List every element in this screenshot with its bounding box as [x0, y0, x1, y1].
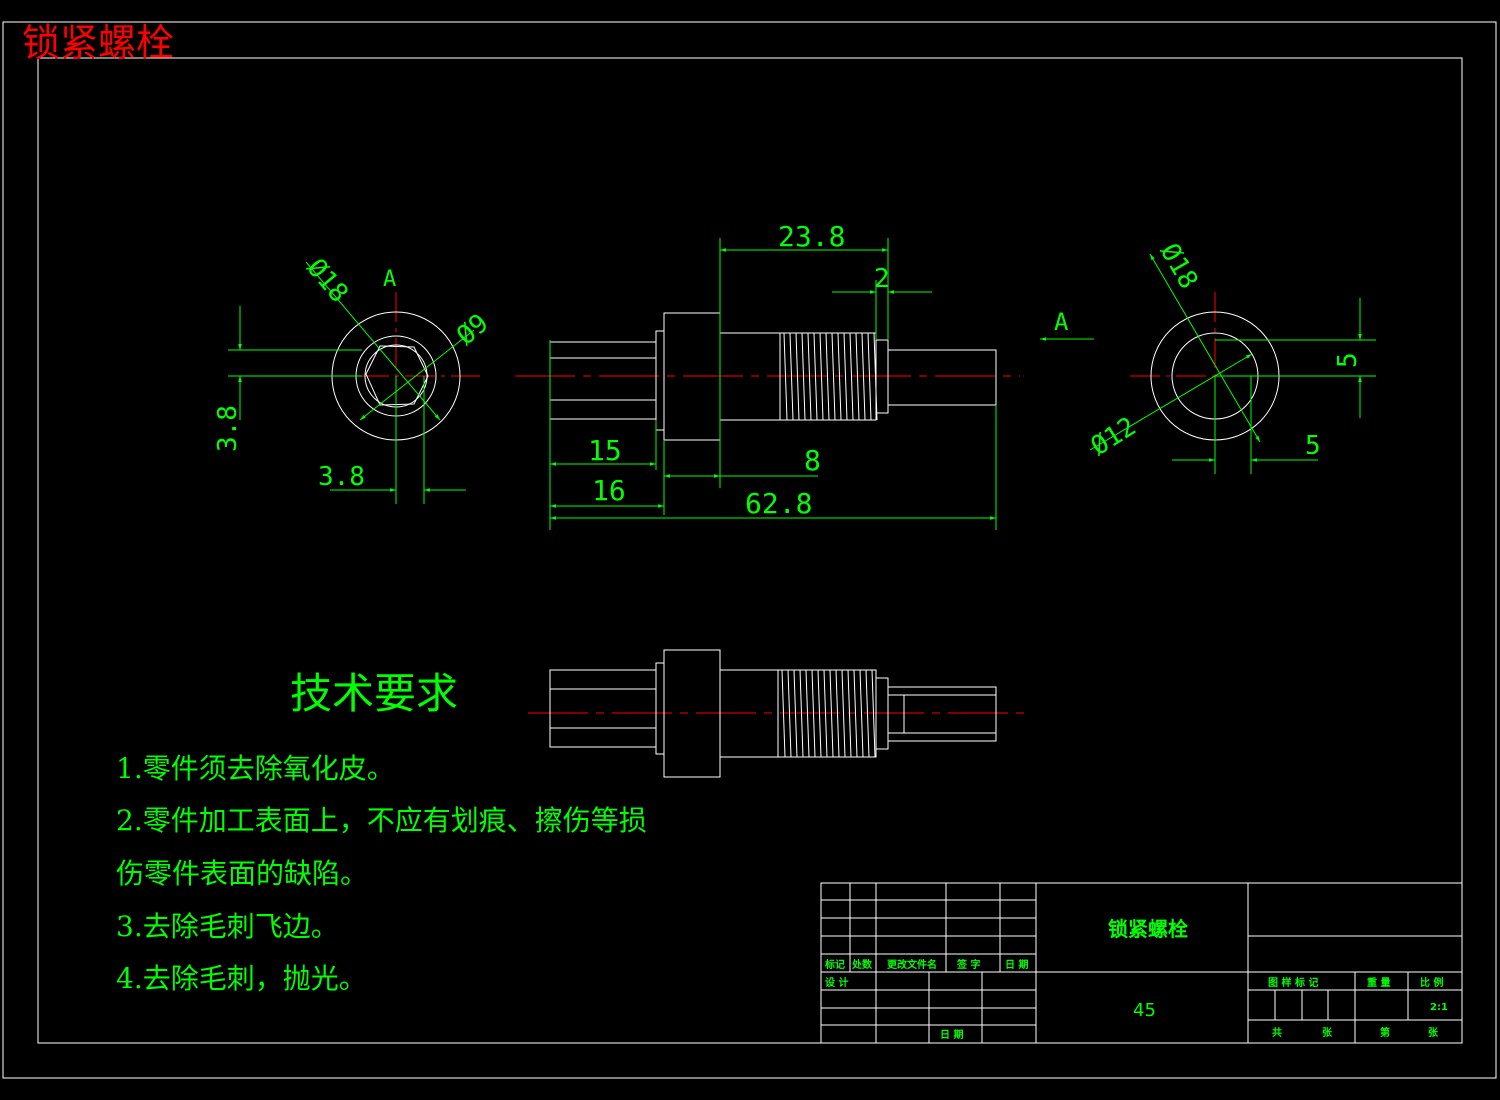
inner-frame: [37, 57, 1463, 1044]
lower-shank-right: [887, 686, 997, 742]
tb-label-date: 日 期: [1005, 958, 1028, 971]
thread-line: [837, 332, 842, 421]
thread-line: [847, 669, 852, 758]
tb-label-sign: 签 字: [956, 958, 980, 971]
outer-frame: [2, 21, 1497, 1079]
tech-req-item-2-cont: 伤零件表面的缺陷。: [116, 857, 368, 890]
tb-sheet-unit-2: 张: [1428, 1026, 1439, 1039]
tech-req-item-4: 4.去除毛刺，抛光。: [116, 962, 367, 995]
thread-line: [861, 332, 866, 421]
thread-line: [871, 669, 876, 758]
tech-req-item-2: 2.零件加工表面上，不应有划痕、擦伤等损: [116, 804, 647, 837]
thread-line: [807, 332, 812, 421]
tb-label-scale: 比 例: [1420, 976, 1443, 989]
tb-sheet-unit-1: 张: [1322, 1026, 1333, 1039]
lower-chamfer-left: [655, 662, 665, 755]
main-side-view: [515, 312, 1020, 441]
thread-line: [855, 332, 860, 421]
thread-line: [853, 669, 858, 758]
dim-text-16: 16: [592, 474, 626, 507]
thread-line: [843, 332, 848, 421]
thread-line: [819, 332, 824, 421]
left-end-view: [228, 261, 480, 504]
title-block-material: 45: [1133, 1000, 1156, 1021]
tb-scale-value: 2:1: [1430, 1002, 1448, 1013]
dim-text-right-dia12: Ø12: [1086, 412, 1142, 462]
dim-text-62-8: 62.8: [745, 487, 812, 520]
section-label-a-left: A: [383, 267, 396, 292]
main-thread-lines: [783, 332, 878, 421]
tb-label-count: 处数: [851, 958, 873, 971]
tb-label-mark: 标记: [824, 958, 845, 971]
lower-shank-left: [549, 669, 657, 748]
lower-side-view: [528, 649, 1024, 778]
dim-text-2: 2: [874, 264, 890, 294]
dim-text-15: 15: [588, 434, 622, 467]
title-block: [820, 882, 1463, 1044]
thread-line: [831, 332, 836, 421]
tb-label-date-bottom: 日 期: [940, 1028, 963, 1041]
dim-line-right-dia12: [1089, 353, 1253, 451]
dim-line-left-dia18: [305, 261, 441, 421]
thread-line: [783, 332, 788, 421]
thread-line: [813, 332, 818, 421]
tb-label-drawing-mark: 图 样 标 记: [1268, 976, 1318, 989]
dim-text-left-dia9: Ø9: [451, 308, 494, 351]
dim-text-right-dia18: Ø18: [1154, 239, 1203, 295]
tech-req-item-1: 1.零件须去除氧化皮。: [116, 752, 395, 785]
thread-line: [817, 669, 822, 758]
drawing-title: 锁紧螺栓: [22, 21, 174, 65]
view-label-a-right: A: [1054, 308, 1069, 336]
thread-line: [859, 669, 864, 758]
thread-line: [825, 332, 830, 421]
thread-line: [829, 669, 834, 758]
tech-req-heading: 技术要求: [290, 669, 458, 718]
main-shank-left: [549, 341, 657, 420]
thread-line: [793, 669, 798, 758]
main-shank-right: [887, 349, 997, 406]
dim-text-left-dia18: Ø18: [301, 253, 354, 308]
tb-label-design: 设 计: [825, 976, 848, 989]
tb-sheet-no: 第: [1380, 1026, 1390, 1039]
thread-line: [865, 669, 870, 758]
dim-line-left-dia9: [359, 329, 475, 421]
left-hex-socket: [365, 345, 429, 406]
dim-text-23-8: 23.8: [778, 220, 845, 253]
main-dimensions: [549, 238, 997, 530]
thread-line: [799, 669, 804, 758]
tech-req-item-3: 3.去除毛刺飞边。: [116, 910, 339, 943]
thread-line: [811, 669, 816, 758]
dim-line-right-dia18: [1149, 253, 1261, 443]
thread-line: [835, 669, 840, 758]
thread-line: [849, 332, 854, 421]
tb-sheet-total: 共: [1272, 1026, 1282, 1039]
main-chamfer-left: [655, 330, 665, 431]
dim-text-right-vertical: 5: [1333, 352, 1363, 368]
dim-text-left-vertical: 3.8: [213, 405, 243, 452]
thread-line: [823, 669, 828, 758]
tb-label-weight: 重 量: [1367, 976, 1390, 989]
thread-line: [787, 669, 792, 758]
thread-line: [801, 332, 806, 421]
right-end-view: [1040, 253, 1376, 474]
thread-line: [789, 332, 794, 421]
title-block-frame: [820, 882, 1463, 1044]
thread-line: [795, 332, 800, 421]
dim-text-right-horizontal: 5: [1305, 431, 1321, 461]
thread-line: [867, 332, 872, 421]
thread-line: [841, 669, 846, 758]
tb-label-change-doc: 更改文件名: [887, 958, 937, 971]
title-block-part-name: 锁紧螺栓: [1108, 917, 1188, 941]
dim-text-8: 8: [804, 444, 821, 477]
thread-line: [781, 669, 786, 758]
thread-line: [805, 669, 810, 758]
lower-thread-lines: [781, 669, 876, 758]
dim-text-left-horizontal: 3.8: [318, 462, 365, 492]
